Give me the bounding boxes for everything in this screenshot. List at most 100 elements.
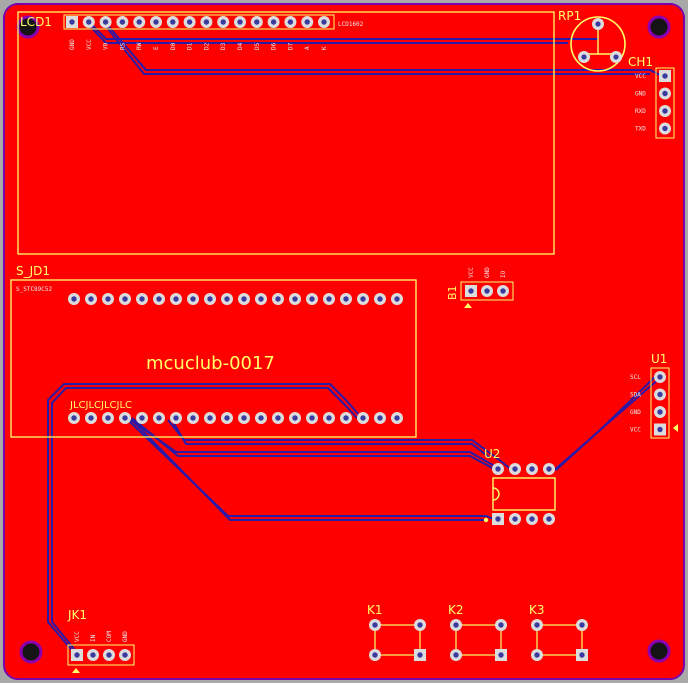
u1-ref: U1 xyxy=(651,352,667,366)
mcu-pad-bottom xyxy=(323,412,335,424)
u2-pad-top xyxy=(543,463,555,475)
mcu-pad-bottom xyxy=(187,412,199,424)
key-pad xyxy=(576,619,588,631)
mcu-pad-bottom xyxy=(153,412,165,424)
mcu-pad-top xyxy=(153,293,165,305)
lcd-pin-label: D5 xyxy=(254,42,261,50)
ch-pin-label: TXD xyxy=(635,126,646,133)
brand-label: mcuclub-0017 xyxy=(146,353,275,374)
lcd-pin-label: D2 xyxy=(203,42,210,50)
b1-pin-label: VCC xyxy=(468,267,475,278)
b1-pad xyxy=(497,285,509,297)
lcd-pad xyxy=(66,16,78,28)
mcu-pad-top xyxy=(221,293,233,305)
u1-pad xyxy=(654,371,666,383)
u2-ref: U2 xyxy=(484,447,500,461)
jk1-pin-label: IN xyxy=(90,634,97,642)
lcd-pad xyxy=(234,16,246,28)
lcd-pad xyxy=(82,16,95,28)
mcu-pad-top xyxy=(238,293,250,305)
mcu-pad-top xyxy=(204,293,216,305)
mcu-pad-bottom xyxy=(204,412,216,424)
key-ref: K3 xyxy=(529,603,545,617)
sjd-ref: S_JD1 xyxy=(16,264,50,278)
lcd-pad xyxy=(133,16,146,28)
key-pad xyxy=(450,619,462,631)
ch-pin-label: GND xyxy=(635,91,646,98)
rp-ref: RP1 xyxy=(558,9,581,23)
mcu-pad-bottom xyxy=(340,412,352,424)
traces xyxy=(47,20,663,656)
mcu-pad-top xyxy=(357,293,369,305)
key-pad xyxy=(531,649,543,661)
ch-ref: CH1 xyxy=(628,55,653,69)
ch-pad xyxy=(659,122,671,135)
sjd-top-label: S_STC89C52 xyxy=(16,286,53,293)
lcd-pin-label: K xyxy=(321,46,328,50)
mcu-pad-bottom xyxy=(238,412,250,424)
board-outline xyxy=(3,3,685,680)
u1-pin-label: SDA xyxy=(630,392,641,399)
u2-pad-bottom xyxy=(509,513,521,525)
lcd-pad xyxy=(217,16,230,28)
lcd-pad xyxy=(166,16,179,28)
sjd-bottom-label: JLCJLCJLCJLC xyxy=(69,400,132,411)
mcu-pad-bottom xyxy=(255,412,267,424)
lcd-pin-label: RS xyxy=(119,42,126,50)
u2-pad-bottom xyxy=(526,513,538,525)
potentiometer: RP1 xyxy=(558,9,626,72)
key-pad xyxy=(369,649,381,661)
lcd-pad xyxy=(250,16,263,28)
push-buttons: K1 K2 K3 xyxy=(367,603,588,661)
b1-ref: B1 xyxy=(446,285,459,300)
key-pad xyxy=(369,619,381,631)
mcu-pad-bottom xyxy=(391,412,403,424)
lcd-value: LCD1602 xyxy=(338,21,364,28)
lcd-pin-label: E xyxy=(153,46,160,50)
mcu-pad-top xyxy=(391,293,403,305)
mcu-pad-bottom xyxy=(102,412,114,424)
jk1-pad xyxy=(87,649,99,661)
dip8-chip: U2 xyxy=(483,447,556,525)
mcu-pad-top xyxy=(136,293,148,305)
lcd-pin-label: V0 xyxy=(103,42,110,50)
lcd-pin-label: D6 xyxy=(271,42,278,50)
key-pad xyxy=(414,619,426,631)
u2-pad-bottom xyxy=(543,513,555,525)
u1-pin-label: GND xyxy=(630,409,641,416)
lcd-pin-label: GND xyxy=(69,39,76,50)
push-button: K3 xyxy=(529,603,588,661)
lcd-pin-label: D3 xyxy=(220,42,227,50)
u2-pad-top xyxy=(492,463,504,475)
mounting-holes xyxy=(16,15,671,664)
mcu-pad-top xyxy=(306,293,318,305)
lcd-pad xyxy=(200,16,213,28)
mcu-module: S_JD1 S_STC89C52 mcuclub-0017 JLCJLCJLCJ… xyxy=(10,264,417,438)
jk1-ref: JK1 xyxy=(67,608,87,622)
push-button: K2 xyxy=(448,603,507,661)
mcu-pad-bottom xyxy=(136,412,148,424)
mcu-pad-top xyxy=(85,293,97,305)
mcu-pad-top xyxy=(102,293,114,305)
key-pad xyxy=(495,649,507,661)
u1-pad xyxy=(654,388,666,401)
mcu-pad-bottom xyxy=(374,412,386,424)
mcu-pad-top xyxy=(272,293,284,305)
mcu-pad-bottom xyxy=(85,412,97,424)
key-pad xyxy=(576,649,588,661)
lcd-pad xyxy=(318,16,330,28)
b1-pad xyxy=(481,285,493,297)
jk1-pad xyxy=(71,649,83,661)
ch-pad xyxy=(659,87,671,100)
key-pad xyxy=(531,619,543,631)
lcd-pad xyxy=(284,16,297,28)
mcu-pad-bottom xyxy=(306,412,318,424)
mcu-pad-top xyxy=(170,293,182,305)
lcd-pad xyxy=(267,16,280,28)
lcd-pin-label: D7 xyxy=(287,42,294,50)
mcu-pad-bottom xyxy=(357,412,369,424)
push-button: K1 xyxy=(367,603,426,661)
